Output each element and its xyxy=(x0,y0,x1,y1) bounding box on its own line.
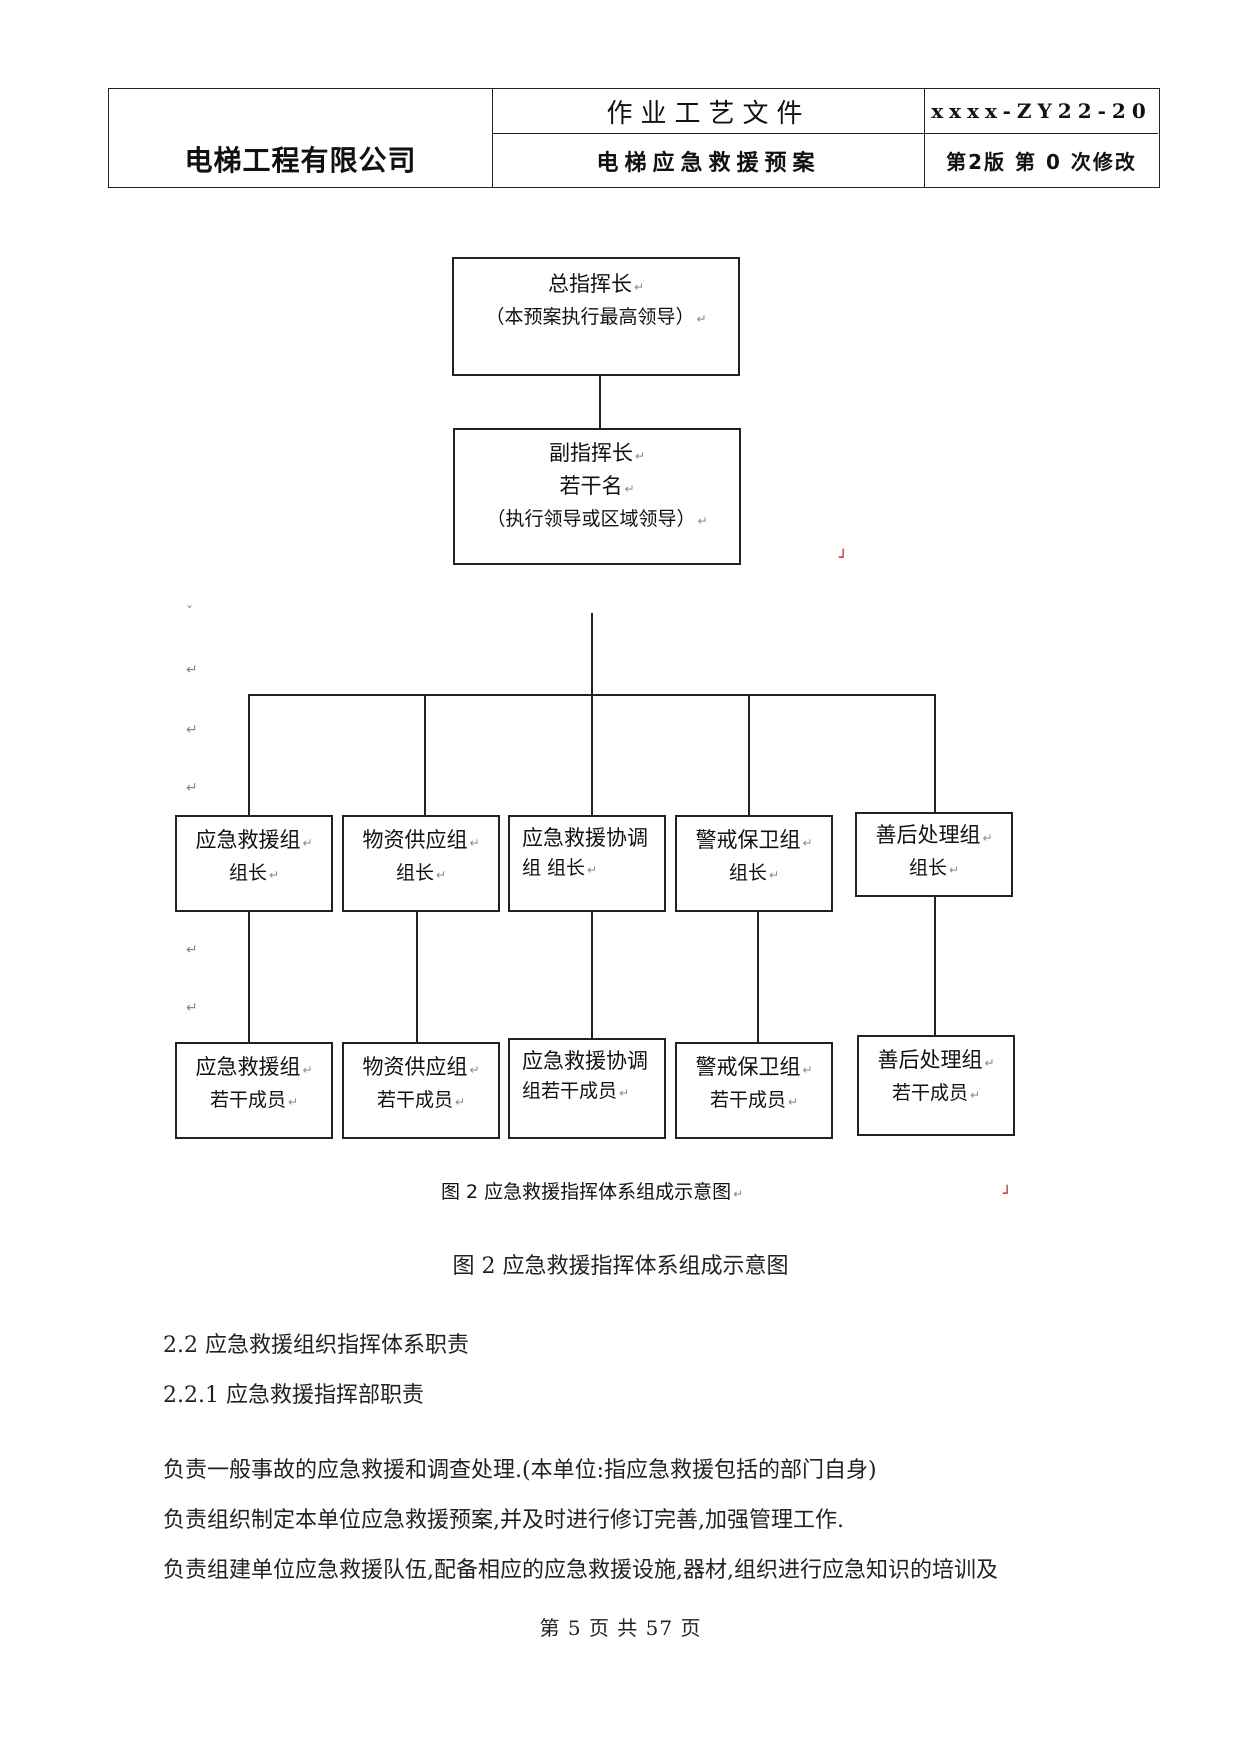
group-member-box-4: 警戒保卫组↵ 若干成员↵ xyxy=(675,1042,833,1139)
return-mark: ↵ xyxy=(469,836,480,850)
group-leader-box-3: 应急救援协调 组 组长↵ xyxy=(508,815,666,912)
return-mark: ↵ xyxy=(302,836,313,850)
deputy-commander-note: （执行领导或区域领导） xyxy=(486,508,696,530)
group-member-name: 警戒保卫组 xyxy=(695,1055,801,1079)
group-leader-role: 组长 xyxy=(395,862,434,884)
paragraph-mark: ↵ xyxy=(186,1000,198,1016)
connector-drop-5 xyxy=(934,694,936,814)
paragraph-mark: ↵ xyxy=(186,722,198,738)
body-paragraph: 负责组织制定本单位应急救援预案,并及时进行修订完善,加强管理工作. xyxy=(163,1508,844,1533)
group-member-name: 应急救援协调 xyxy=(522,1049,648,1073)
chief-commander-title: 总指挥长 xyxy=(547,272,632,296)
paragraph-mark: ↵ xyxy=(186,942,198,958)
group-leader-name: 善后处理组 xyxy=(875,823,981,847)
group-leader-role: 组长 xyxy=(728,862,767,884)
group-leader-box-4: 警戒保卫组↵ 组长↵ xyxy=(675,815,833,912)
return-mark: ↵ xyxy=(302,1063,313,1077)
page-number-footer: 第 5 页 共 57 页 xyxy=(539,1616,702,1640)
section-heading-2-2: 2.2 应急救援组织指挥体系职责 xyxy=(163,1333,469,1358)
group-leader-role: 组长 xyxy=(908,857,947,879)
group-member-box-5: 善后处理组↵ 若干成员↵ xyxy=(857,1035,1015,1136)
org-chart: 总指挥长↵ （本预案执行最高领导）↵ 副指挥长↵ 若干名↵ （执行领导或区域领导… xyxy=(175,257,1015,1204)
connector-member-4 xyxy=(757,910,759,1043)
return-mark: ↵ xyxy=(287,1095,299,1109)
connector-member-1 xyxy=(248,910,250,1043)
group-member-role: 组若干成员 xyxy=(522,1080,618,1102)
group-leader-name: 应急救援协调 xyxy=(522,826,648,850)
return-mark: ↵ xyxy=(802,1063,813,1077)
group-leader-role: 组 组长 xyxy=(522,857,586,879)
document-type: 作业工艺文件 xyxy=(493,89,925,134)
return-mark: ↵ xyxy=(969,1088,981,1102)
group-leader-box-5: 善后处理组↵ 组长↵ xyxy=(855,812,1013,897)
corner-mark: ┘ xyxy=(839,550,848,566)
body-paragraph: 负责一般事故的应急救援和调查处理.(本单位:指应急救援包括的部门自身) xyxy=(163,1458,877,1483)
group-member-name: 善后处理组 xyxy=(877,1048,983,1072)
chief-commander-box: 总指挥长↵ （本预案执行最高领导）↵ xyxy=(452,257,740,376)
group-leader-name: 应急救援组 xyxy=(195,828,301,852)
connector-drop-4 xyxy=(748,694,750,817)
connector-member-2 xyxy=(416,910,418,1043)
connector-drop-2 xyxy=(424,694,426,817)
group-member-box-2: 物资供应组↵ 若干成员↵ xyxy=(342,1042,500,1139)
chief-commander-note: （本预案执行最高领导） xyxy=(485,306,695,328)
group-member-role: 若干成员 xyxy=(709,1089,786,1111)
return-mark: ↵ xyxy=(587,863,598,877)
paragraph-mark: ↵ xyxy=(186,662,198,678)
group-member-name: 应急救援组 xyxy=(195,1055,301,1079)
return-mark: ↵ xyxy=(802,836,813,850)
return-mark: ↵ xyxy=(768,868,780,882)
connector-top-deputy xyxy=(599,374,601,429)
document-header: 电梯工程有限公司 作业工艺文件 电梯应急救援预案 xxxx-ZY22-20 第2… xyxy=(108,88,1160,188)
document-code: xxxx-ZY22-20 xyxy=(925,89,1158,134)
company-name: 电梯工程有限公司 xyxy=(109,89,493,187)
return-mark: ↵ xyxy=(469,1063,480,1077)
return-mark: ↵ xyxy=(454,1095,466,1109)
return-mark: ↵ xyxy=(435,868,447,882)
group-leader-box-2: 物资供应组↵ 组长↵ xyxy=(342,815,500,912)
chart-image-caption: 图 2 应急救援指挥体系组成示意图↵ xyxy=(441,1177,743,1204)
return-mark: ↵ xyxy=(733,1187,744,1201)
group-member-role: 若干成员 xyxy=(209,1089,286,1111)
connector-drop-3 xyxy=(591,694,593,817)
connector-member-5 xyxy=(934,895,936,1036)
group-leader-role: 组长 xyxy=(228,862,267,884)
connector-trunk xyxy=(591,613,593,696)
paragraph-mark: ˇ xyxy=(186,605,193,621)
group-member-role: 若干成员 xyxy=(376,1089,453,1111)
section-heading-2-2-1: 2.2.1 应急救援指挥部职责 xyxy=(163,1383,424,1408)
chart-image-caption-text: 图 2 应急救援指挥体系组成示意图 xyxy=(441,1181,732,1203)
document-title: 电梯应急救援预案 xyxy=(493,134,925,187)
group-leader-name: 警戒保卫组 xyxy=(695,828,801,852)
connector-member-3 xyxy=(591,910,593,1039)
return-mark: ↵ xyxy=(984,1056,995,1070)
return-mark: ↵ xyxy=(633,280,645,294)
return-mark: ↵ xyxy=(268,868,280,882)
revision-info: 第2版 第 0 次修改 xyxy=(946,150,1137,174)
deputy-commander-count: 若干名 xyxy=(559,474,623,498)
return-mark: ↵ xyxy=(634,449,646,463)
return-mark: ↵ xyxy=(696,312,707,326)
group-leader-box-1: 应急救援组↵ 组长↵ xyxy=(175,815,333,912)
return-mark: ↵ xyxy=(697,514,708,528)
group-member-role: 若干成员 xyxy=(891,1082,968,1104)
deputy-commander-box: 副指挥长↵ 若干名↵ （执行领导或区域领导）↵ xyxy=(453,428,741,565)
group-member-box-3: 应急救援协调 组若干成员↵ xyxy=(508,1038,666,1139)
group-member-box-1: 应急救援组↵ 若干成员↵ xyxy=(175,1042,333,1139)
figure-caption: 图 2 应急救援指挥体系组成示意图 xyxy=(452,1254,789,1279)
group-leader-name: 物资供应组 xyxy=(362,828,468,852)
return-mark: ↵ xyxy=(624,482,635,496)
return-mark: ↵ xyxy=(948,863,960,877)
deputy-commander-title: 副指挥长 xyxy=(548,441,633,465)
corner-mark: ┘ xyxy=(1003,1186,1012,1202)
body-paragraph: 负责组建单位应急救援队伍,配备相应的应急救援设施,器材,组织进行应急知识的培训及 xyxy=(163,1558,998,1583)
return-mark: ↵ xyxy=(982,831,993,845)
connector-drop-1 xyxy=(248,694,250,817)
return-mark: ↵ xyxy=(787,1095,799,1109)
return-mark: ↵ xyxy=(619,1086,630,1100)
group-member-name: 物资供应组 xyxy=(362,1055,468,1079)
paragraph-mark: ↵ xyxy=(186,780,198,796)
